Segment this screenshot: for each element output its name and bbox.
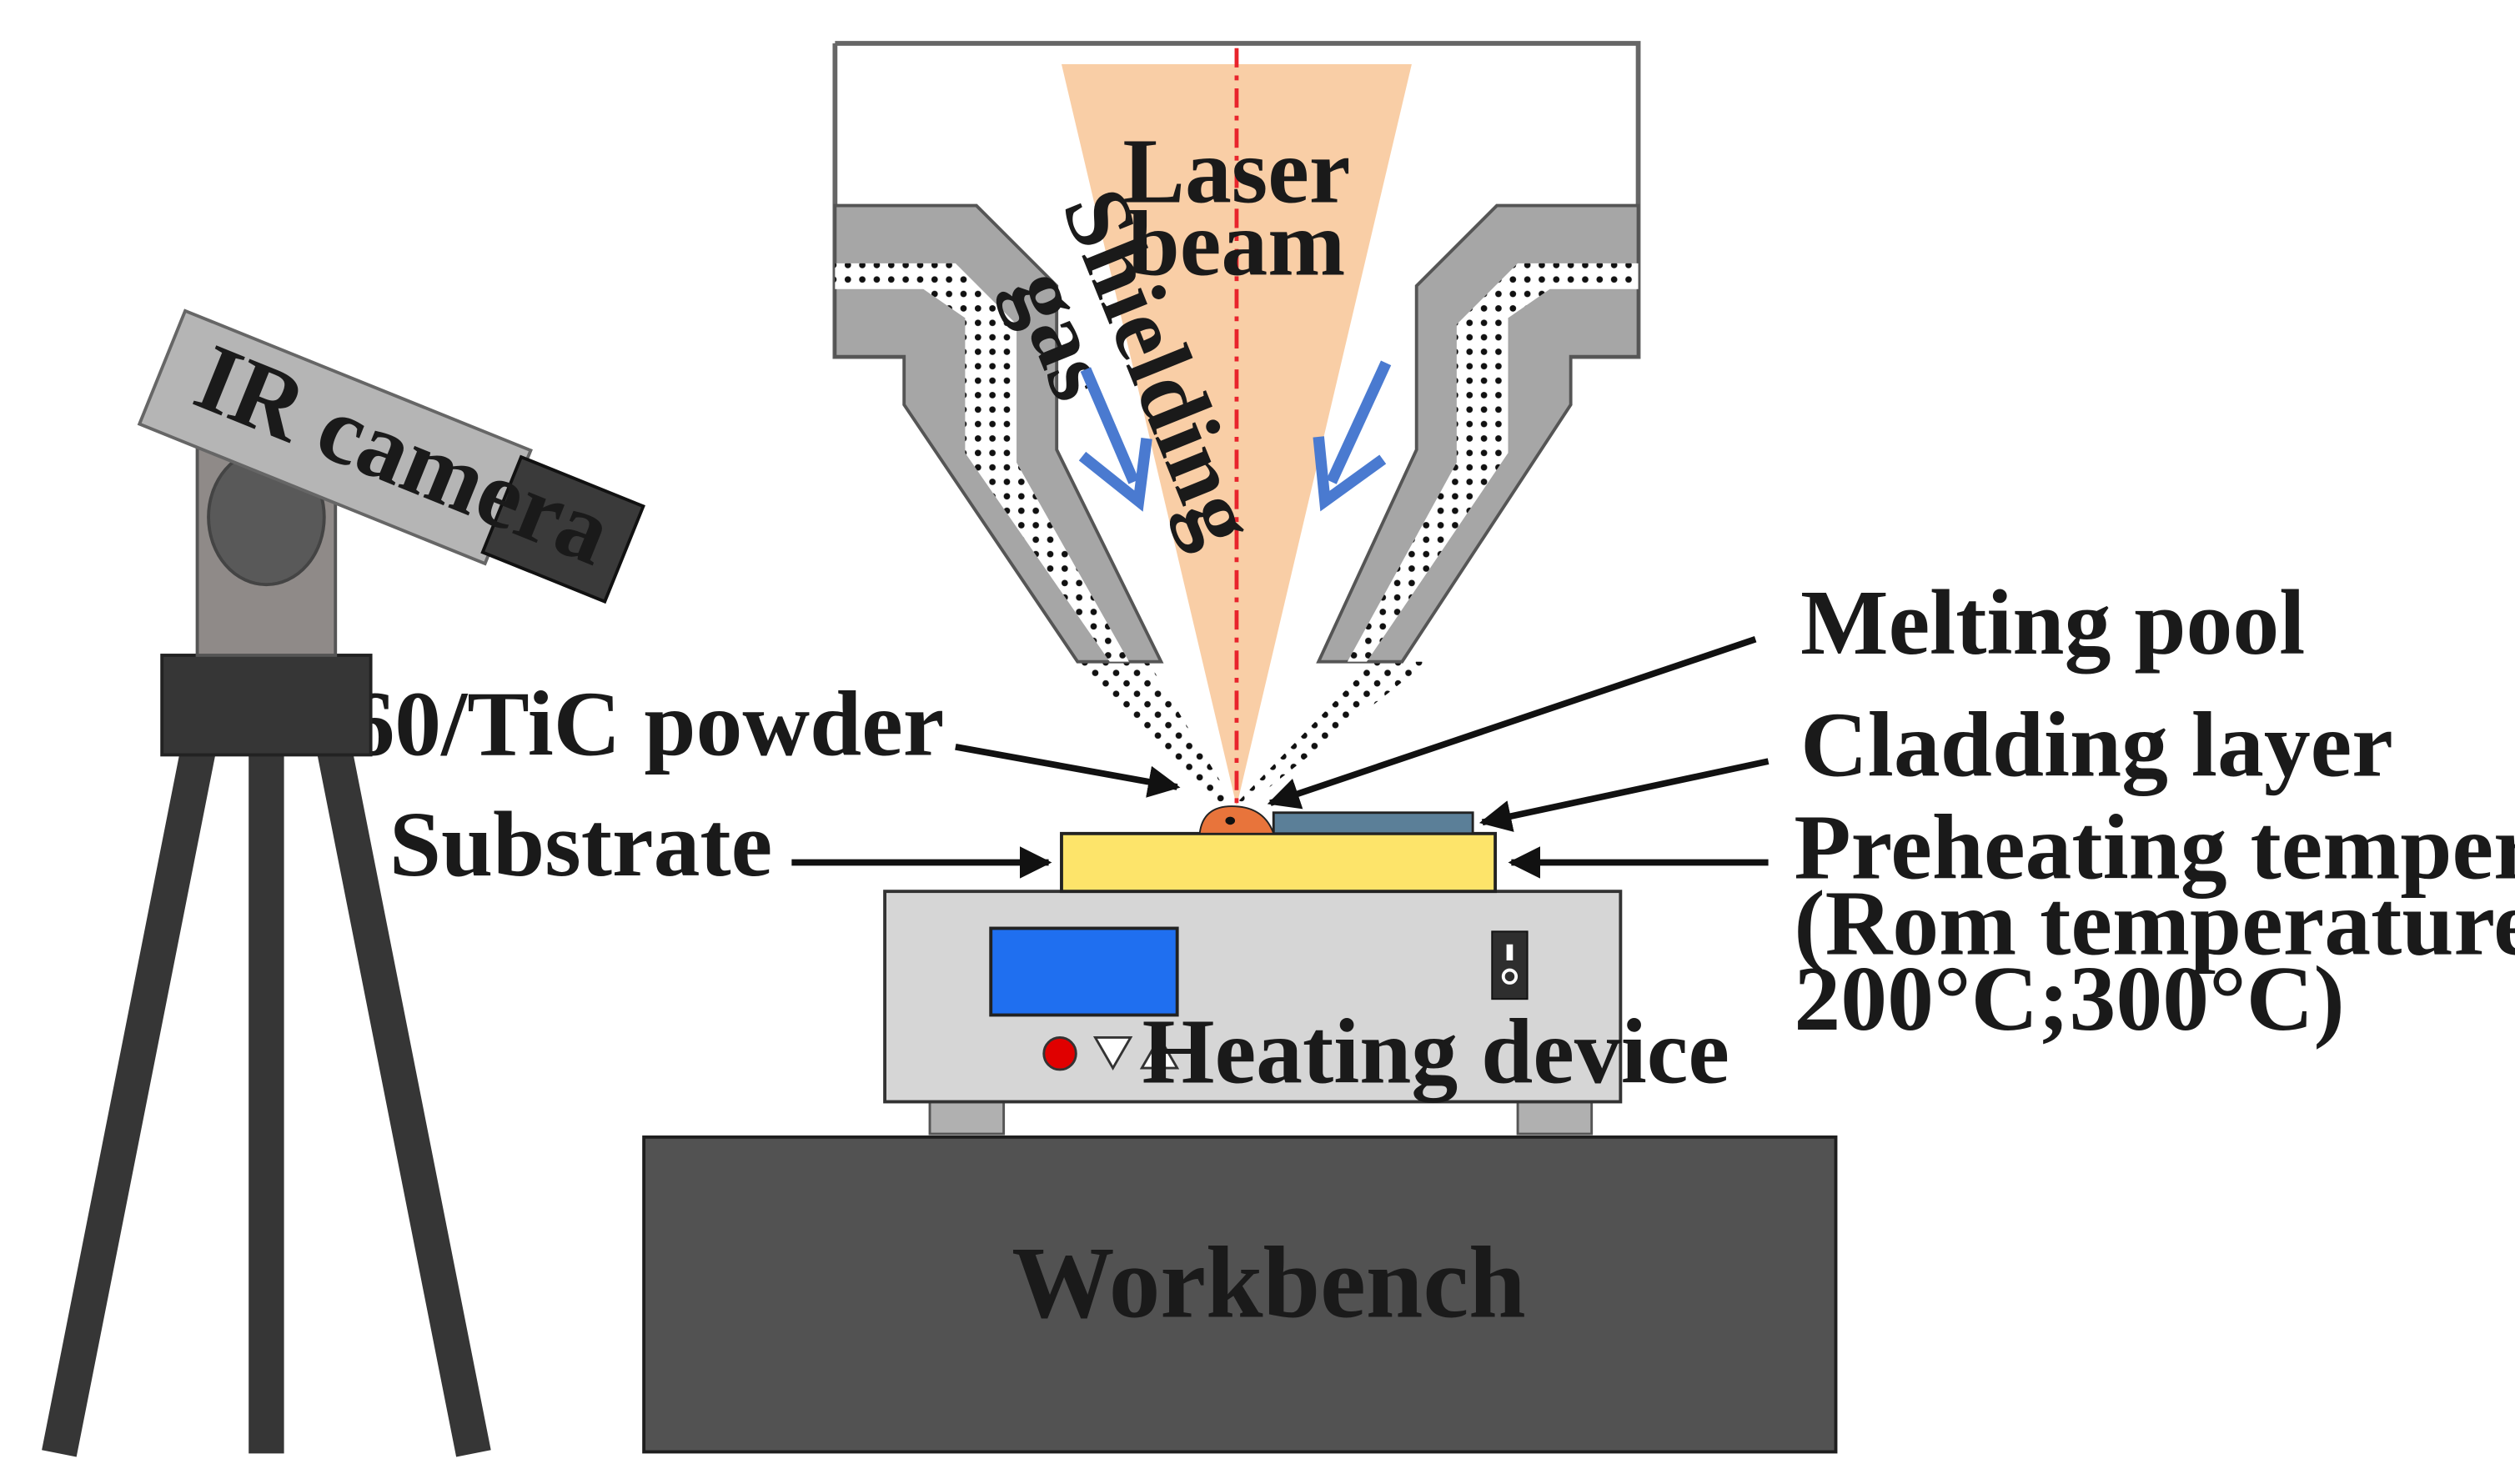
preheating-label-line1: Preheating temperature bbox=[1794, 796, 2515, 900]
cladding-layer-label: Cladding layer bbox=[1800, 693, 2393, 796]
gas-arrow-left bbox=[1078, 367, 1152, 512]
laser-beam bbox=[1061, 64, 1412, 807]
cladding-nozzle bbox=[832, 41, 1641, 664]
laser-beam-label-line1: Laser bbox=[1122, 120, 1350, 223]
heater-foot-left bbox=[928, 1100, 1006, 1136]
powder-stream-left bbox=[1071, 661, 1234, 804]
tripod-head bbox=[160, 654, 373, 757]
laser-beam-label-line2: beam bbox=[1128, 192, 1346, 295]
melting-pool bbox=[1198, 805, 1275, 835]
powder-channel-left bbox=[835, 263, 1129, 662]
cladding-layer bbox=[1272, 811, 1474, 835]
melting-pool-spot bbox=[1225, 816, 1236, 825]
tripod-leg-left bbox=[42, 735, 218, 1457]
powder-channel-right bbox=[1347, 263, 1639, 662]
powder-stream-right bbox=[1236, 661, 1428, 804]
melting-pool-arrow bbox=[1267, 636, 1757, 810]
substrate bbox=[1060, 831, 1498, 894]
red-power-button-icon[interactable] bbox=[1042, 1036, 1077, 1071]
rocker-switch-icon[interactable] bbox=[1491, 930, 1529, 1000]
workbench: Workbench bbox=[642, 1135, 1838, 1454]
gas-arrow-right bbox=[1313, 360, 1392, 512]
heating-device: Heating device bbox=[883, 890, 1729, 1136]
substrate-label: Substrate bbox=[389, 793, 772, 896]
triangle-up-icon[interactable] bbox=[1139, 1035, 1180, 1070]
workbench-label: Workbench bbox=[1012, 1226, 1526, 1340]
heater-display bbox=[989, 926, 1179, 1017]
heater-foot-right bbox=[1516, 1100, 1594, 1136]
preheating-label-line3: 200°C;300°C) bbox=[1794, 947, 2344, 1050]
ir-camera-tripod bbox=[42, 435, 491, 1457]
preheating-label-line2: (Rom temperature;100°C； bbox=[1794, 871, 2515, 975]
ir-camera-lens bbox=[480, 454, 645, 604]
melting-pool-label: Melting pool bbox=[1800, 571, 2305, 674]
cladding-layer-arrow bbox=[1478, 758, 1770, 832]
heating-device-label: Heating device bbox=[1142, 1000, 1729, 1103]
powder-arrow bbox=[955, 743, 1181, 798]
tripod-leg-right bbox=[314, 735, 491, 1457]
triangle-down-icon[interactable] bbox=[1092, 1036, 1133, 1070]
